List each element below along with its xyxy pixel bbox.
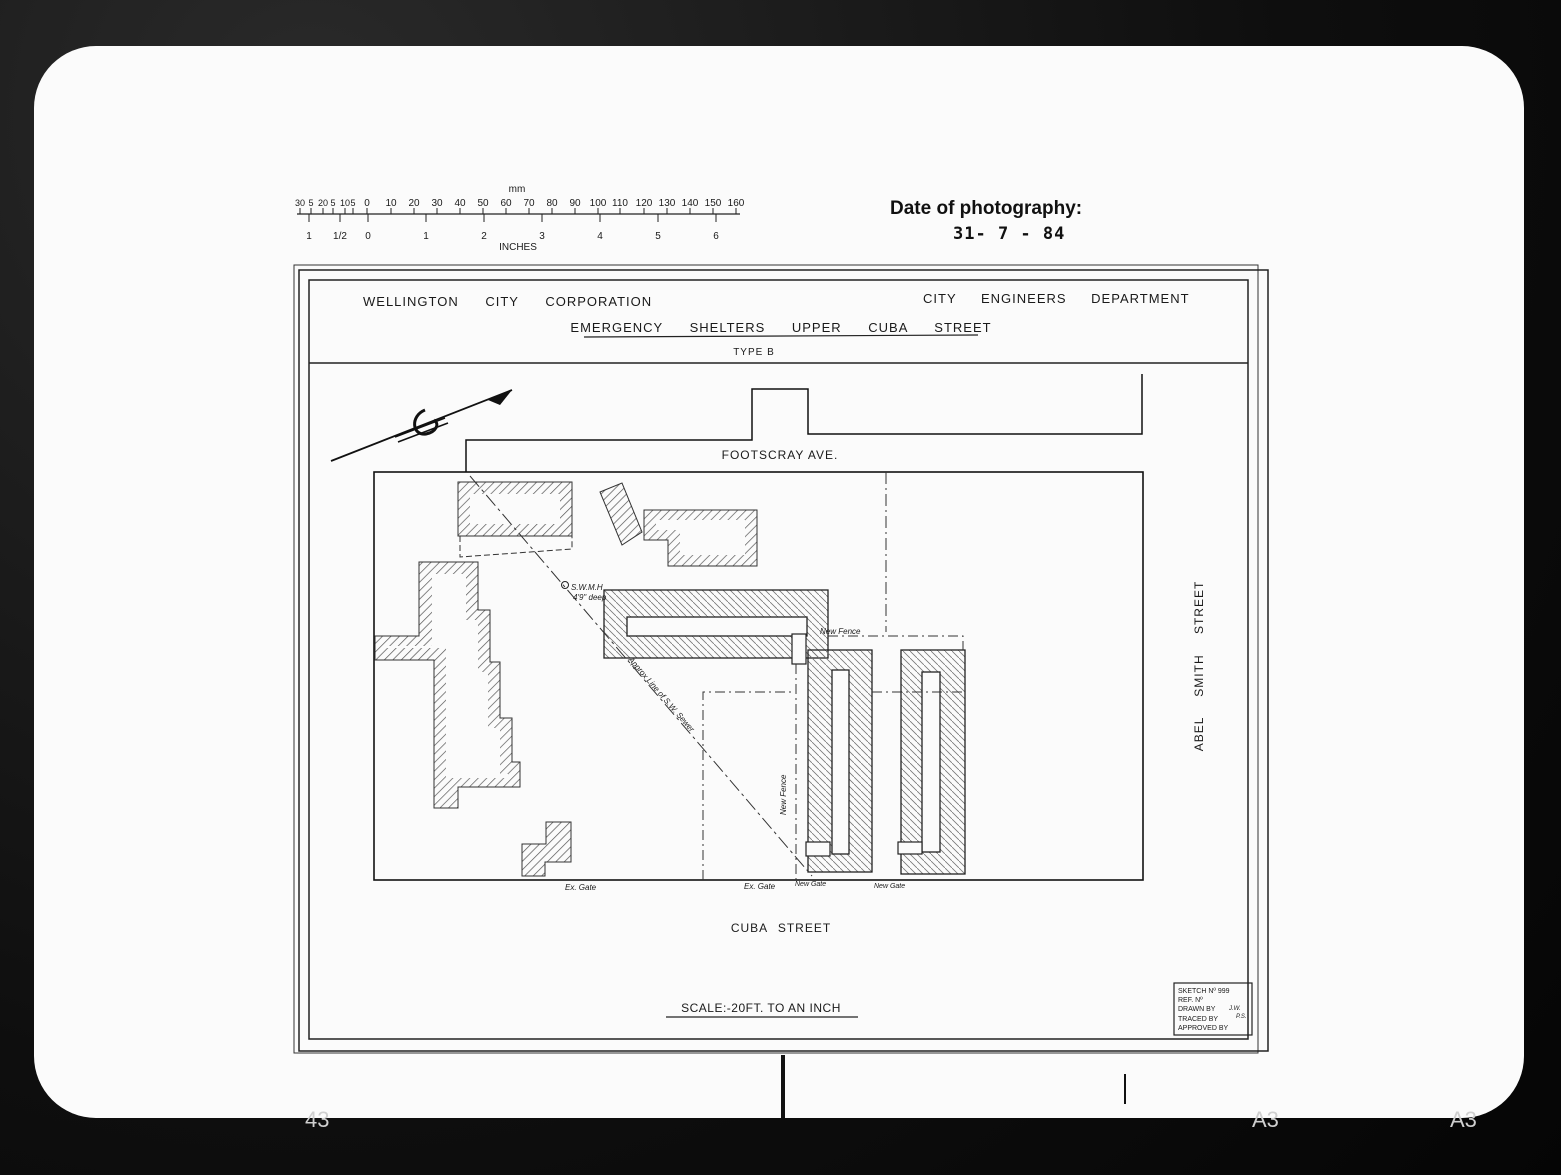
sketch-number: SKETCH Nº 999 [1178,988,1230,995]
proposed-shelters [603,589,966,875]
scale-mm-label: 120 [636,198,653,209]
manhole-icon [561,581,569,589]
existing-building-2 [599,482,643,546]
scale-mm-label: 40 [454,198,466,209]
scale-inch-label: 0 [365,231,371,242]
drawing-subtitle: TYPE B [733,347,775,358]
sketch-info-box: SKETCH Nº 999 REF. Nº DRAWN BY J.W. TRAC… [1173,982,1253,1036]
annotation-new-gate-1: New Gate [795,881,826,888]
scale-mm-label: 130 [659,198,676,209]
fences-and-lines [469,475,964,880]
scale-mm-label: 140 [682,198,699,209]
scale-inch-label: 1/2 [333,231,347,242]
street-abel-smith: ABEL SMITH STREET [1192,581,1206,752]
scale-mm-label: 100 [590,198,607,209]
photo-date-label: Date of photography: [890,198,1083,219]
scale-mm-label: 5 [308,198,313,208]
scale-inch-label: 2 [481,231,487,242]
annotation-new-fence-top: New Fence [820,627,861,636]
annotation-new-gate-2: New Gate [874,883,905,890]
scale-unit-mm: mm [509,184,526,195]
organization-name: WELLINGTON CITY CORPORATION [363,294,652,309]
scale-mm-label: 70 [523,198,535,209]
existing-buildings [374,481,758,877]
sketch-approved-by: APPROVED BY [1178,1025,1229,1032]
margin-mark-1: 43 [305,1107,329,1132]
scale-mm-label: 5 [350,198,355,208]
site-boundary [373,471,1144,881]
frame-inner-line [308,279,1249,1040]
annotation-ex-gate-1: Ex. Gate [565,883,597,892]
scale-inch-label: 6 [713,231,719,242]
annotation-new-fence-side: New Fence [779,774,788,815]
scale-inch-label: 3 [539,231,545,242]
drawing-title: EMERGENCY SHELTERS UPPER CUBA STREET [570,320,991,335]
title-block: WELLINGTON CITY CORPORATION CITY ENGINEE… [363,291,1190,358]
scale-mm-label: 5 [330,198,335,208]
scale-mm-label: 160 [728,198,745,209]
scale-inch-label: 1 [423,231,429,242]
annotation-ex-gate-2: Ex. Gate [744,882,776,891]
annotation-sewer-line: Approx Line of S.W. Sewer [626,655,696,734]
margin-mark-3: A3 [1450,1107,1477,1132]
footscray-ave-kerb [465,374,1143,472]
street-cuba: CUBA STREET [731,921,831,935]
annotation-manhole-depth: 4'9" deep [573,593,607,602]
scale-mm-label: 150 [705,198,722,209]
scale-mm-label: 60 [500,198,512,209]
scale-mm-label: 20 [408,198,420,209]
sketch-traced-by-initials: P.S. [1236,1014,1247,1020]
sewer-line [469,475,813,877]
existing-building-5 [521,821,572,877]
photo-date-value: 31- 7 - 84 [953,224,1066,244]
annotation-manhole: S.W.M.H [571,583,603,592]
outer-frame [293,264,1259,1054]
scale-mm-label: 30 [295,198,305,208]
scale-inch-label: 4 [597,231,603,242]
margin-mark-2: A3 [1252,1107,1279,1132]
frame-outer-line [298,269,1269,1052]
scale-mm-label: 10 [385,198,397,209]
sketch-ref-no: REF. Nº [1178,997,1203,1004]
scale-mm-label: 80 [546,198,558,209]
scale-mm-label: 0 [364,198,370,209]
north-arrow-icon [330,389,513,462]
scale-mm-label: 110 [612,198,628,209]
department-name: CITY ENGINEERS DEPARTMENT [923,291,1190,306]
sketch-traced-by: TRACED BY [1178,1016,1218,1023]
scale-mm-label: 20 [318,198,328,208]
scale-inch-label: 1 [306,231,312,242]
street-footscray-ave: FOOTSCRAY AVE. [722,448,839,462]
scale-mm-label: 90 [569,198,581,209]
scale-mm-label: 10 [340,198,350,208]
scale-mm-label: 30 [431,198,443,209]
scale-mm-label: 50 [477,198,489,209]
scale-inch-label: 5 [655,231,661,242]
sketch-drawn-by-initials: J.W. [1228,1006,1241,1012]
sketch-drawn-by: DRAWN BY [1178,1006,1216,1013]
paper-sheet [34,46,1524,1118]
scale-unit-inches: INCHES [499,242,537,253]
scale-note: SCALE:-20FT. TO AN INCH [681,1001,841,1015]
